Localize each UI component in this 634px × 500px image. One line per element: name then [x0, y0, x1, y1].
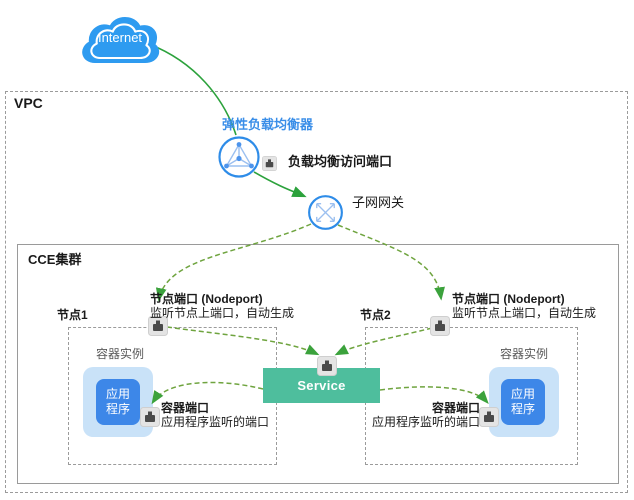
internet-cloud-icon	[75, 8, 165, 70]
node2-nodeport-desc: 监听节点上端口，自动生成	[452, 306, 597, 320]
subnet-gateway-label: 子网网关	[352, 195, 405, 210]
node1-container-port-title: 容器端口	[161, 401, 210, 415]
elb-label: 弹性负载均衡器	[222, 117, 314, 132]
node1-application-box: 应用 程序	[96, 379, 140, 425]
internet-label: Internet	[97, 30, 143, 45]
node2-container-port-title: 容器端口	[431, 401, 480, 415]
node2-nodeport-title: 节点端口 (Nodeport)	[452, 292, 565, 306]
node2-application-box: 应用 程序	[501, 379, 545, 425]
node1-nodeport-title: 节点端口 (Nodeport)	[150, 292, 263, 306]
node1-container-port-icon	[140, 407, 160, 427]
service-port-icon	[317, 356, 337, 376]
node2-nodeport-icon	[430, 316, 450, 336]
elb-port-icon	[262, 156, 277, 171]
subnet-gateway-icon	[307, 194, 344, 231]
node2-container-port-desc: 应用程序监听的端口	[371, 415, 480, 429]
elb-icon	[217, 135, 261, 179]
node1-nodeport-icon	[148, 316, 168, 336]
vpc-boundary	[5, 91, 628, 493]
node2-container-instance-label: 容器实例	[500, 347, 549, 361]
vpc-label: VPC	[14, 95, 43, 111]
cce-cluster-label: CCE集群	[28, 252, 82, 267]
node1-container-instance-label: 容器实例	[96, 347, 145, 361]
node1-nodeport-desc: 监听节点上端口，自动生成	[150, 306, 295, 320]
node1-container-port-desc: 应用程序监听的端口	[161, 415, 270, 429]
node2-label: 节点2	[360, 308, 391, 322]
node2-container-port-icon	[479, 407, 499, 427]
elb-access-port-label: 负载均衡访问端口	[288, 154, 393, 169]
node1-nodeport-note: 节点端口 (Nodeport) 监听节点上端口，自动生成	[150, 292, 294, 320]
cce-cluster-boundary	[17, 244, 619, 484]
node2-container-port-note: 容器端口 应用程序监听的端口	[356, 401, 480, 429]
node2-nodeport-note: 节点端口 (Nodeport) 监听节点上端口，自动生成	[452, 292, 596, 320]
node1-container-port-note: 容器端口 应用程序监听的端口	[161, 401, 269, 429]
node1-label: 节点1	[57, 308, 88, 322]
